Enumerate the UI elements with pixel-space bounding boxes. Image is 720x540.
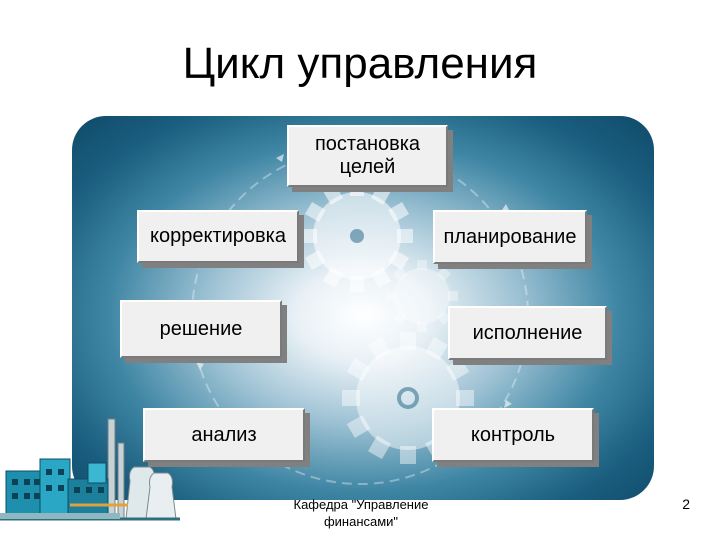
page-number: 2 (682, 496, 690, 512)
stage-execution: исполнение (448, 306, 607, 360)
stage-goal-setting: постановка целей (287, 125, 448, 187)
stage-analysis: анализ (143, 408, 305, 462)
power-plant-icon (0, 418, 180, 521)
stage-control: контроль (432, 408, 594, 462)
slide-footer: Кафедра "Управление финансами" (293, 497, 429, 529)
stage-correction: корректировка (137, 210, 299, 263)
stage-planning: планирование (433, 210, 587, 264)
stage-decision: решение (120, 300, 282, 358)
slide-title: Цикл управления (182, 39, 538, 88)
